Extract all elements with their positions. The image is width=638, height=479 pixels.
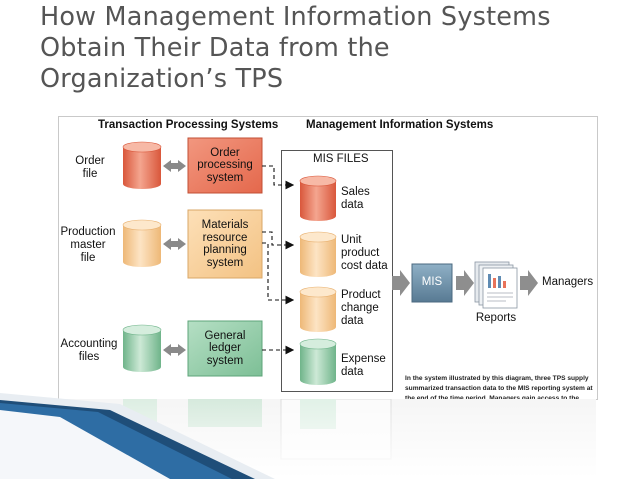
- production-file-cylinder: [122, 219, 162, 267]
- title-line-1: How Management Information Systems: [40, 2, 551, 32]
- expense-data-cylinder: [299, 338, 337, 385]
- mis-files-panel: [281, 150, 393, 392]
- title-line-3: Organization’s TPS: [40, 64, 284, 94]
- managers-label: Managers: [542, 276, 594, 288]
- order-file-cylinder: [122, 141, 162, 189]
- double-arrow-icon: [163, 160, 186, 356]
- diagram-reflection: [59, 399, 596, 478]
- reports-icon: [474, 261, 518, 309]
- sales-data-cylinder: [299, 175, 337, 221]
- mis-files-title: MIS FILES: [313, 153, 369, 165]
- header-mis: Management Information Systems: [306, 119, 494, 131]
- block-arrow-icon: [392, 270, 538, 296]
- slide-title: How Management Information Systems Obtai…: [40, 2, 630, 95]
- header-tps: Transaction Processing Systems: [98, 119, 279, 131]
- reports-label: Reports: [475, 312, 517, 324]
- accounting-file-cylinder: [122, 324, 162, 372]
- product-change-cylinder: [299, 286, 337, 332]
- title-line-2: Obtain Their Data from the: [40, 33, 390, 63]
- unit-cost-cylinder: [299, 231, 337, 277]
- mis-label: MIS: [421, 276, 443, 288]
- mis-box: [411, 263, 453, 303]
